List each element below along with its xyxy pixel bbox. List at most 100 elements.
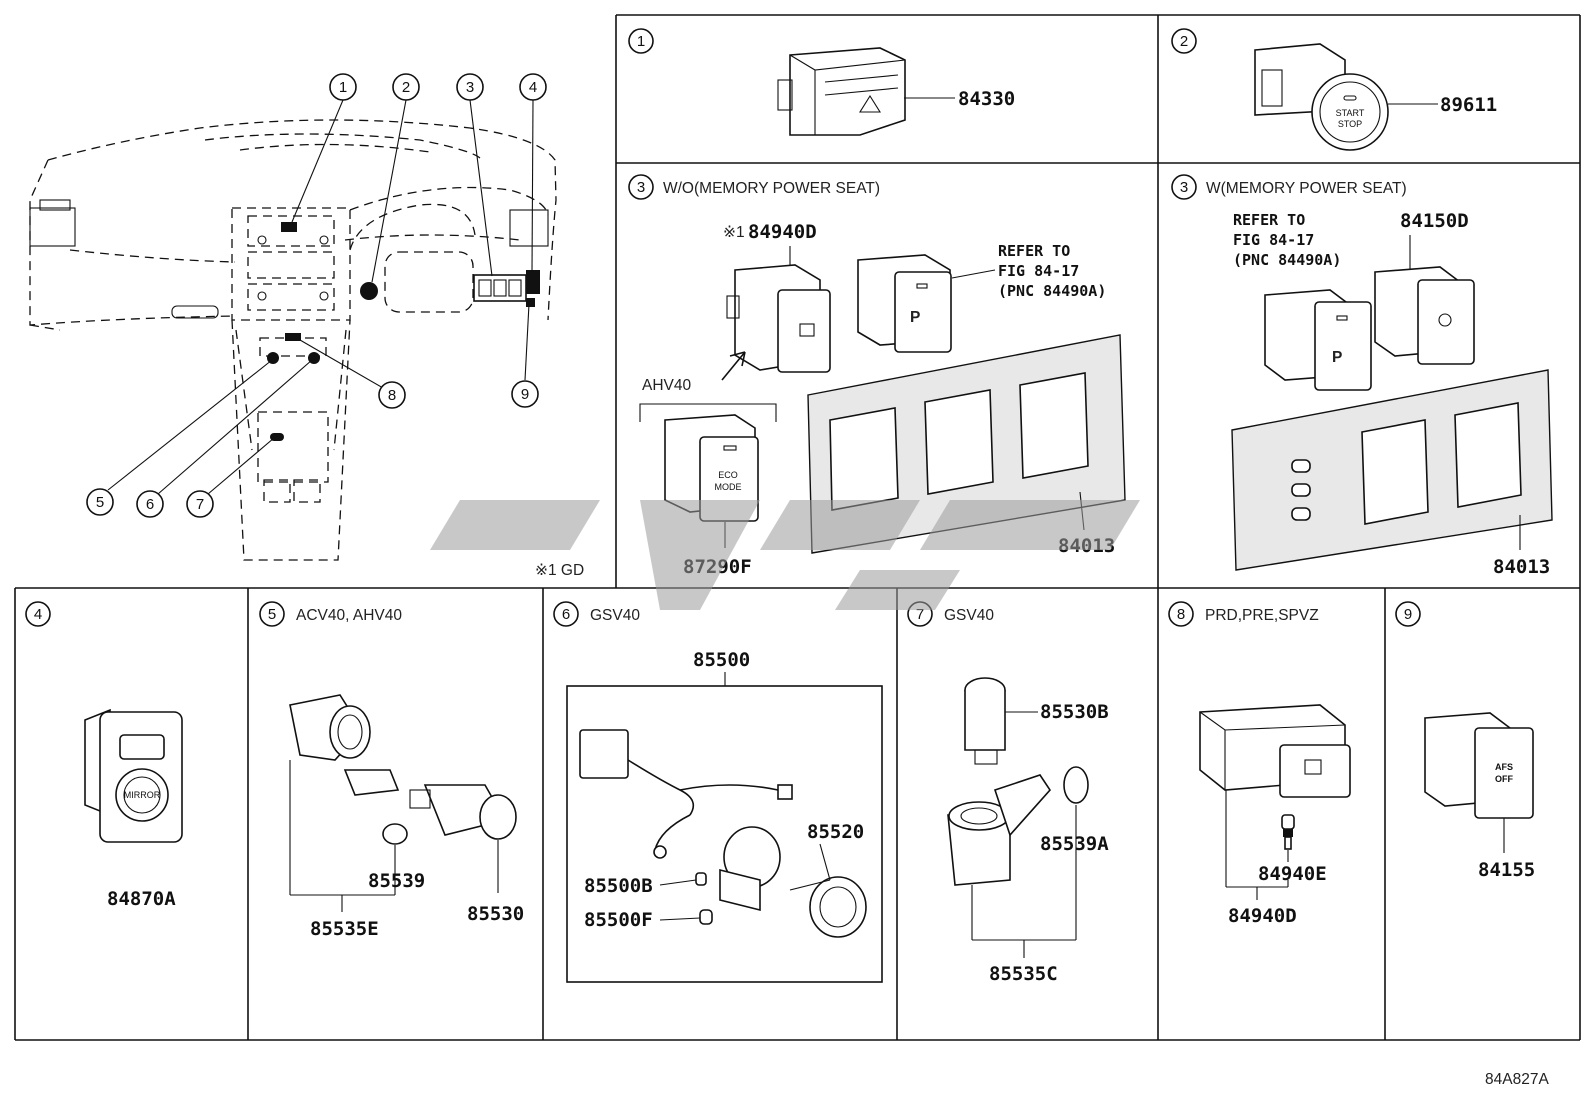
panel-6-caption: GSV40 bbox=[590, 607, 640, 624]
overview-callout-3: 3 bbox=[456, 73, 484, 101]
bezel-84013-a bbox=[807, 334, 1126, 554]
panel-5-caption: ACV40, AHV40 bbox=[296, 607, 402, 624]
svg-text:MIRROR: MIRROR bbox=[124, 790, 161, 800]
svg-text:6: 6 bbox=[146, 496, 154, 513]
refer-b-line-2: FIG 84-17 bbox=[1233, 231, 1314, 249]
switch-84150D bbox=[1374, 266, 1475, 365]
refer-line-3: (PNC 84490A) bbox=[998, 282, 1106, 300]
plug-85530 bbox=[409, 784, 517, 840]
part-85500B: 85500B bbox=[584, 875, 653, 897]
part-84013-b: 84013 bbox=[1493, 556, 1550, 578]
panel-7: 7 GSV40 85530B 85539A 85535C bbox=[907, 601, 1109, 985]
part-84330: 84330 bbox=[958, 88, 1015, 110]
panel-5: 5 ACV40, AHV40 85539 85530 85535E bbox=[259, 601, 524, 940]
part-85500: 85500 bbox=[693, 649, 750, 671]
svg-text:P: P bbox=[1332, 349, 1342, 366]
part-84940D-a: 84940D bbox=[748, 221, 817, 243]
overview-callout-8: 8 bbox=[378, 381, 406, 409]
switch-parking-sensor: P bbox=[857, 254, 952, 353]
part-85535E: 85535E bbox=[310, 918, 379, 940]
panel-9-number: 9 bbox=[1404, 606, 1412, 623]
note-mark: ※1 bbox=[723, 224, 745, 241]
socket-85535C bbox=[947, 774, 1052, 886]
panel-3a-number: 3 bbox=[637, 179, 645, 196]
diagram-id: 84A827A bbox=[1485, 1071, 1549, 1088]
part-85500F: 85500F bbox=[584, 909, 653, 931]
bulb-84940E bbox=[1281, 814, 1295, 850]
panel-3b-number: 3 bbox=[1180, 179, 1188, 196]
socket-85520 bbox=[719, 826, 867, 938]
svg-text:3: 3 bbox=[466, 79, 474, 96]
watermark bbox=[430, 500, 1140, 610]
part-85530: 85530 bbox=[467, 903, 524, 925]
overview-callout-5: 5 bbox=[86, 488, 114, 516]
panel-1-number: 1 bbox=[637, 33, 645, 50]
switch-84940D bbox=[726, 264, 831, 373]
engine-start-button-89611: START STOP bbox=[1254, 43, 1389, 151]
overview-callout-2: 2 bbox=[392, 73, 420, 101]
overview-callout-9: 9 bbox=[511, 380, 539, 408]
svg-text:4: 4 bbox=[529, 79, 537, 96]
svg-text:START: START bbox=[1336, 108, 1365, 118]
part-84870A: 84870A bbox=[107, 888, 176, 910]
afs-off-switch-84155: AFS OFF bbox=[1424, 712, 1534, 819]
overview-callout-6: 6 bbox=[136, 490, 164, 518]
svg-text:2: 2 bbox=[402, 79, 410, 96]
panel-7-number: 7 bbox=[916, 606, 924, 623]
svg-text:OFF: OFF bbox=[1495, 774, 1513, 784]
panel-1: 1 84330 bbox=[628, 28, 1015, 136]
refer-line-1: REFER TO bbox=[998, 242, 1070, 260]
svg-text:STOP: STOP bbox=[1338, 119, 1362, 129]
panel-2: 2 START STOP 89611 bbox=[1171, 28, 1497, 151]
sub-label-ahv40: AHV40 bbox=[642, 377, 691, 394]
wire-harness-85500 bbox=[579, 729, 793, 859]
refer-b-line-1: REFER TO bbox=[1233, 211, 1305, 229]
bezel-84013-b bbox=[1231, 369, 1553, 571]
part-84940E: 84940E bbox=[1258, 863, 1327, 885]
part-84150D: 84150D bbox=[1400, 210, 1469, 232]
panel-3-with-memory: 3 W(MEMORY POWER SEAT) REFER TO FIG 84-1… bbox=[1171, 174, 1553, 578]
part-84155: 84155 bbox=[1478, 859, 1535, 881]
panel-3b-caption: W(MEMORY POWER SEAT) bbox=[1206, 180, 1407, 197]
svg-text:8: 8 bbox=[388, 387, 396, 404]
overview-callout-1: 1 bbox=[329, 73, 357, 101]
panel-8-caption: PRD,PRE,SPVZ bbox=[1205, 607, 1319, 624]
panel-4: 4 MIRROR 84870A bbox=[25, 601, 183, 910]
plug-85530B bbox=[964, 677, 1006, 765]
part-85539: 85539 bbox=[368, 870, 425, 892]
panel-grid bbox=[14, 14, 1581, 1041]
refer-b-line-3: (PNC 84490A) bbox=[1233, 251, 1341, 269]
panel-3-without-memory: 3 W/O(MEMORY POWER SEAT) ※1 84940D P REF… bbox=[628, 174, 1126, 578]
panel-2-number: 2 bbox=[1180, 33, 1188, 50]
svg-text:AFS: AFS bbox=[1495, 762, 1513, 772]
switch-84940D-b bbox=[1199, 704, 1351, 798]
svg-text:MODE: MODE bbox=[715, 482, 742, 492]
part-85520: 85520 bbox=[807, 821, 864, 843]
part-85530B: 85530B bbox=[1040, 701, 1109, 723]
svg-text:ECO: ECO bbox=[718, 470, 738, 480]
switch-eco-mode: ECO MODE bbox=[664, 414, 759, 522]
panel-8: 8 PRD,PRE,SPVZ 84940E 84940D bbox=[1168, 601, 1351, 927]
panel-9: 9 AFS OFF 84155 bbox=[1395, 601, 1535, 881]
overview-footnote: ※1 GD bbox=[535, 562, 584, 579]
power-outlet-socket-a bbox=[289, 694, 400, 796]
part-89611: 89611 bbox=[1440, 94, 1497, 116]
part-84940D-b: 84940D bbox=[1228, 905, 1297, 927]
overview-callout-7: 7 bbox=[186, 490, 214, 518]
svg-text:1: 1 bbox=[339, 79, 347, 96]
cap-85539 bbox=[382, 823, 408, 845]
mirror-switch-84870A: MIRROR bbox=[84, 708, 183, 843]
panel-5-number: 5 bbox=[268, 606, 276, 623]
refer-line-2: FIG 84-17 bbox=[998, 262, 1079, 280]
cap-85539A bbox=[1063, 766, 1089, 804]
svg-text:P: P bbox=[910, 309, 920, 326]
part-85535C: 85535C bbox=[989, 963, 1058, 985]
overview-callout-4: 4 bbox=[519, 73, 547, 101]
svg-text:9: 9 bbox=[521, 386, 529, 403]
panel-4-number: 4 bbox=[34, 606, 42, 623]
panel-3a-caption: W/O(MEMORY POWER SEAT) bbox=[663, 180, 880, 197]
svg-text:7: 7 bbox=[196, 496, 204, 513]
part-85539A: 85539A bbox=[1040, 833, 1109, 855]
dashboard-overview: 1 2 3 4 5 6 7 8 9 ※1 GD bbox=[29, 73, 584, 579]
